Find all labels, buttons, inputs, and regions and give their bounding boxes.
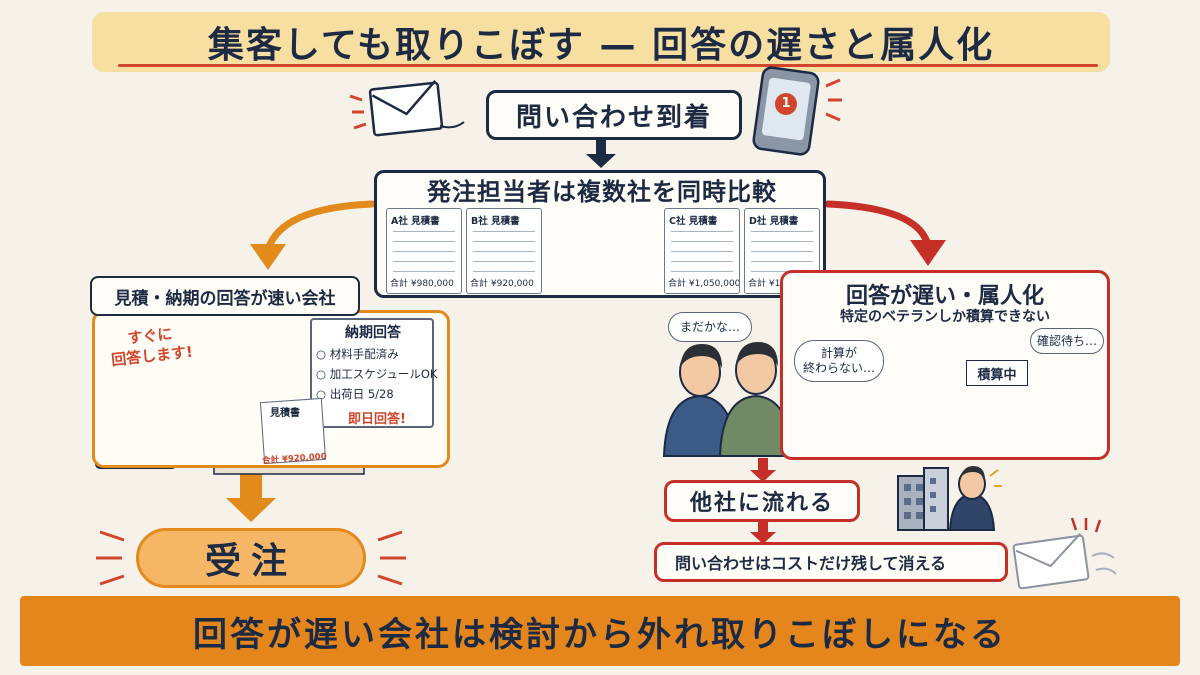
quote-card-a: A社 見積書 合計 ¥980,000 bbox=[386, 208, 462, 294]
quote-total: 合計 ¥920,000 bbox=[470, 276, 534, 289]
waiting-bubble: まだかな… bbox=[668, 312, 752, 342]
waiting-customers-icon bbox=[664, 342, 792, 456]
delivery-board-title: 納期回答 bbox=[318, 322, 428, 342]
quote-total: 合計 ¥980,000 bbox=[390, 276, 454, 289]
board-item: ○ 加工スケジュールOK bbox=[316, 366, 437, 382]
confirm-bubble: 確認待ち… bbox=[1030, 328, 1104, 354]
estimate-sheet-title: 見積書 bbox=[270, 404, 300, 419]
arrow-down-other bbox=[750, 458, 776, 482]
arrow-down-order bbox=[226, 474, 276, 522]
quote-total: 合計 ¥1,050,000 bbox=[668, 276, 740, 289]
quote-card-c: C社 見積書 合計 ¥1,050,000 bbox=[664, 208, 740, 294]
notification-badge: 1 bbox=[776, 94, 796, 114]
smartphone-icon bbox=[753, 67, 842, 156]
competitor-building-icon bbox=[898, 466, 1002, 530]
fading-envelope-icon bbox=[1013, 518, 1116, 589]
slow-company-subtitle: 特定のベテランしか積算できない bbox=[790, 306, 1100, 326]
same-day-label: 即日回答! bbox=[348, 408, 406, 427]
lost-to-competitor-box: 他社に流れる bbox=[664, 480, 860, 522]
arrow-down-compare bbox=[586, 140, 616, 168]
arrow-right-red bbox=[828, 204, 946, 266]
calc-bubble: 計算が 終わらない… bbox=[794, 340, 884, 382]
quote-card-b: B社 見積書 合計 ¥920,000 bbox=[466, 208, 542, 294]
conclusion-banner: 回答が遅い会社は検討から外れ取りこぼしになる bbox=[20, 596, 1180, 666]
envelope-icon bbox=[350, 81, 464, 136]
estimating-sign: 積算中 bbox=[966, 360, 1028, 386]
arrow-left-orange bbox=[250, 204, 372, 270]
fast-company-header: 見積・納期の回答が速い会社 bbox=[90, 276, 360, 316]
inquiry-arrival-box: 問い合わせ到着 bbox=[486, 90, 742, 140]
inquiry-fades-box: 問い合わせはコストだけ残して消える bbox=[654, 542, 1008, 582]
compare-title: 発注担当者は複数社を同時比較 bbox=[392, 172, 812, 207]
arrow-down-fade bbox=[750, 522, 776, 544]
board-item: ○ 出荷日 5/28 bbox=[316, 386, 394, 402]
order-won-badge: 受注 bbox=[136, 528, 366, 588]
board-item: ○ 材料手配済み bbox=[316, 346, 399, 362]
